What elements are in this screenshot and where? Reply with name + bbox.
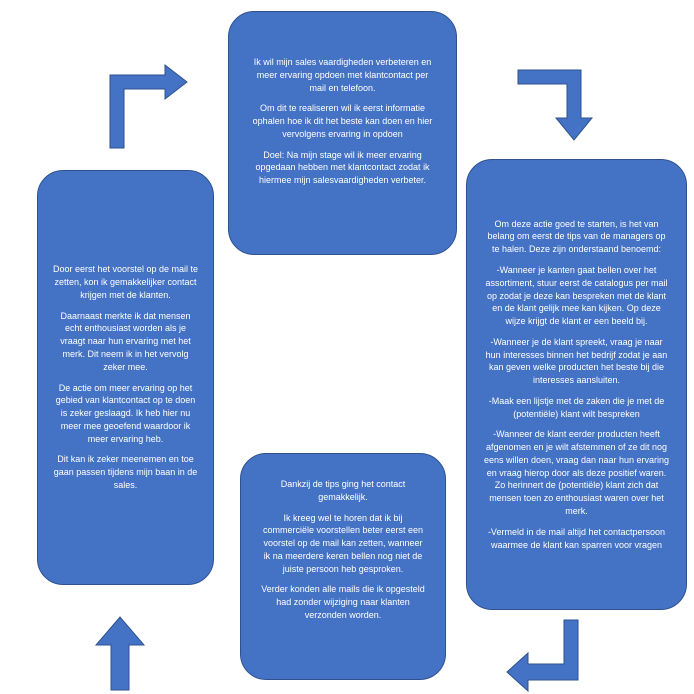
- result-paragraph-1: Dankzij de tips ging het contact gemakke…: [280, 479, 406, 502]
- bent-arrow-right-down-icon: [517, 69, 594, 141]
- goal-paragraph-1: Ik wil mijn sales vaardigheden verbetere…: [253, 57, 432, 93]
- bent-arrow-up-right-icon: [109, 63, 188, 149]
- result-paragraph-3: Verder konden alle mails die ik opgestel…: [261, 584, 425, 620]
- reflection-paragraph-2: Daarnaast merkte ik dat mensen echt enth…: [60, 310, 191, 372]
- result-paragraph-2: Ik kreeg wel te horen dat ik bij commerc…: [262, 512, 424, 574]
- action-paragraph-3: -Wanneer je de klant spreekt, vraag je n…: [485, 336, 668, 386]
- action-paragraph-2: -Wanneer je kanten gaat bellen over het …: [485, 264, 668, 327]
- arrow-up-icon: [94, 616, 146, 691]
- box-action: Om deze actie goed te starten, is het va…: [466, 159, 687, 610]
- reflection-paragraph-3: De actie om meer ervaring op het gebied …: [55, 382, 196, 444]
- action-paragraph-1: Om deze actie goed te starten, is het va…: [487, 218, 666, 255]
- box-goal: Ik wil mijn sales vaardigheden verbetere…: [228, 11, 457, 255]
- reflection-paragraph-1: Door eerst het voorstel op de mail te ze…: [52, 264, 199, 300]
- box-result: Dankzij de tips ging het contact gemakke…: [240, 453, 446, 680]
- action-paragraph-5: -Wanneer de klant eerder producten heeft…: [483, 429, 670, 516]
- bent-arrow-down-left-icon: [506, 619, 579, 693]
- box-reflection: Door eerst het voorstel op de mail te ze…: [37, 170, 214, 585]
- action-paragraph-6: -Vermeld in de mail altijd het contactpe…: [487, 526, 666, 550]
- goal-paragraph-2: Om dit te realiseren wil ik eerst inform…: [252, 103, 433, 139]
- action-paragraph-4: -Maak een lijstje met de zaken die je me…: [488, 395, 665, 419]
- reflection-paragraph-4: Dit kan ik zeker meenemen en toe gaan pa…: [53, 454, 198, 490]
- goal-paragraph-3: Doel: Na mijn stage wil ik meer ervaring…: [255, 149, 430, 186]
